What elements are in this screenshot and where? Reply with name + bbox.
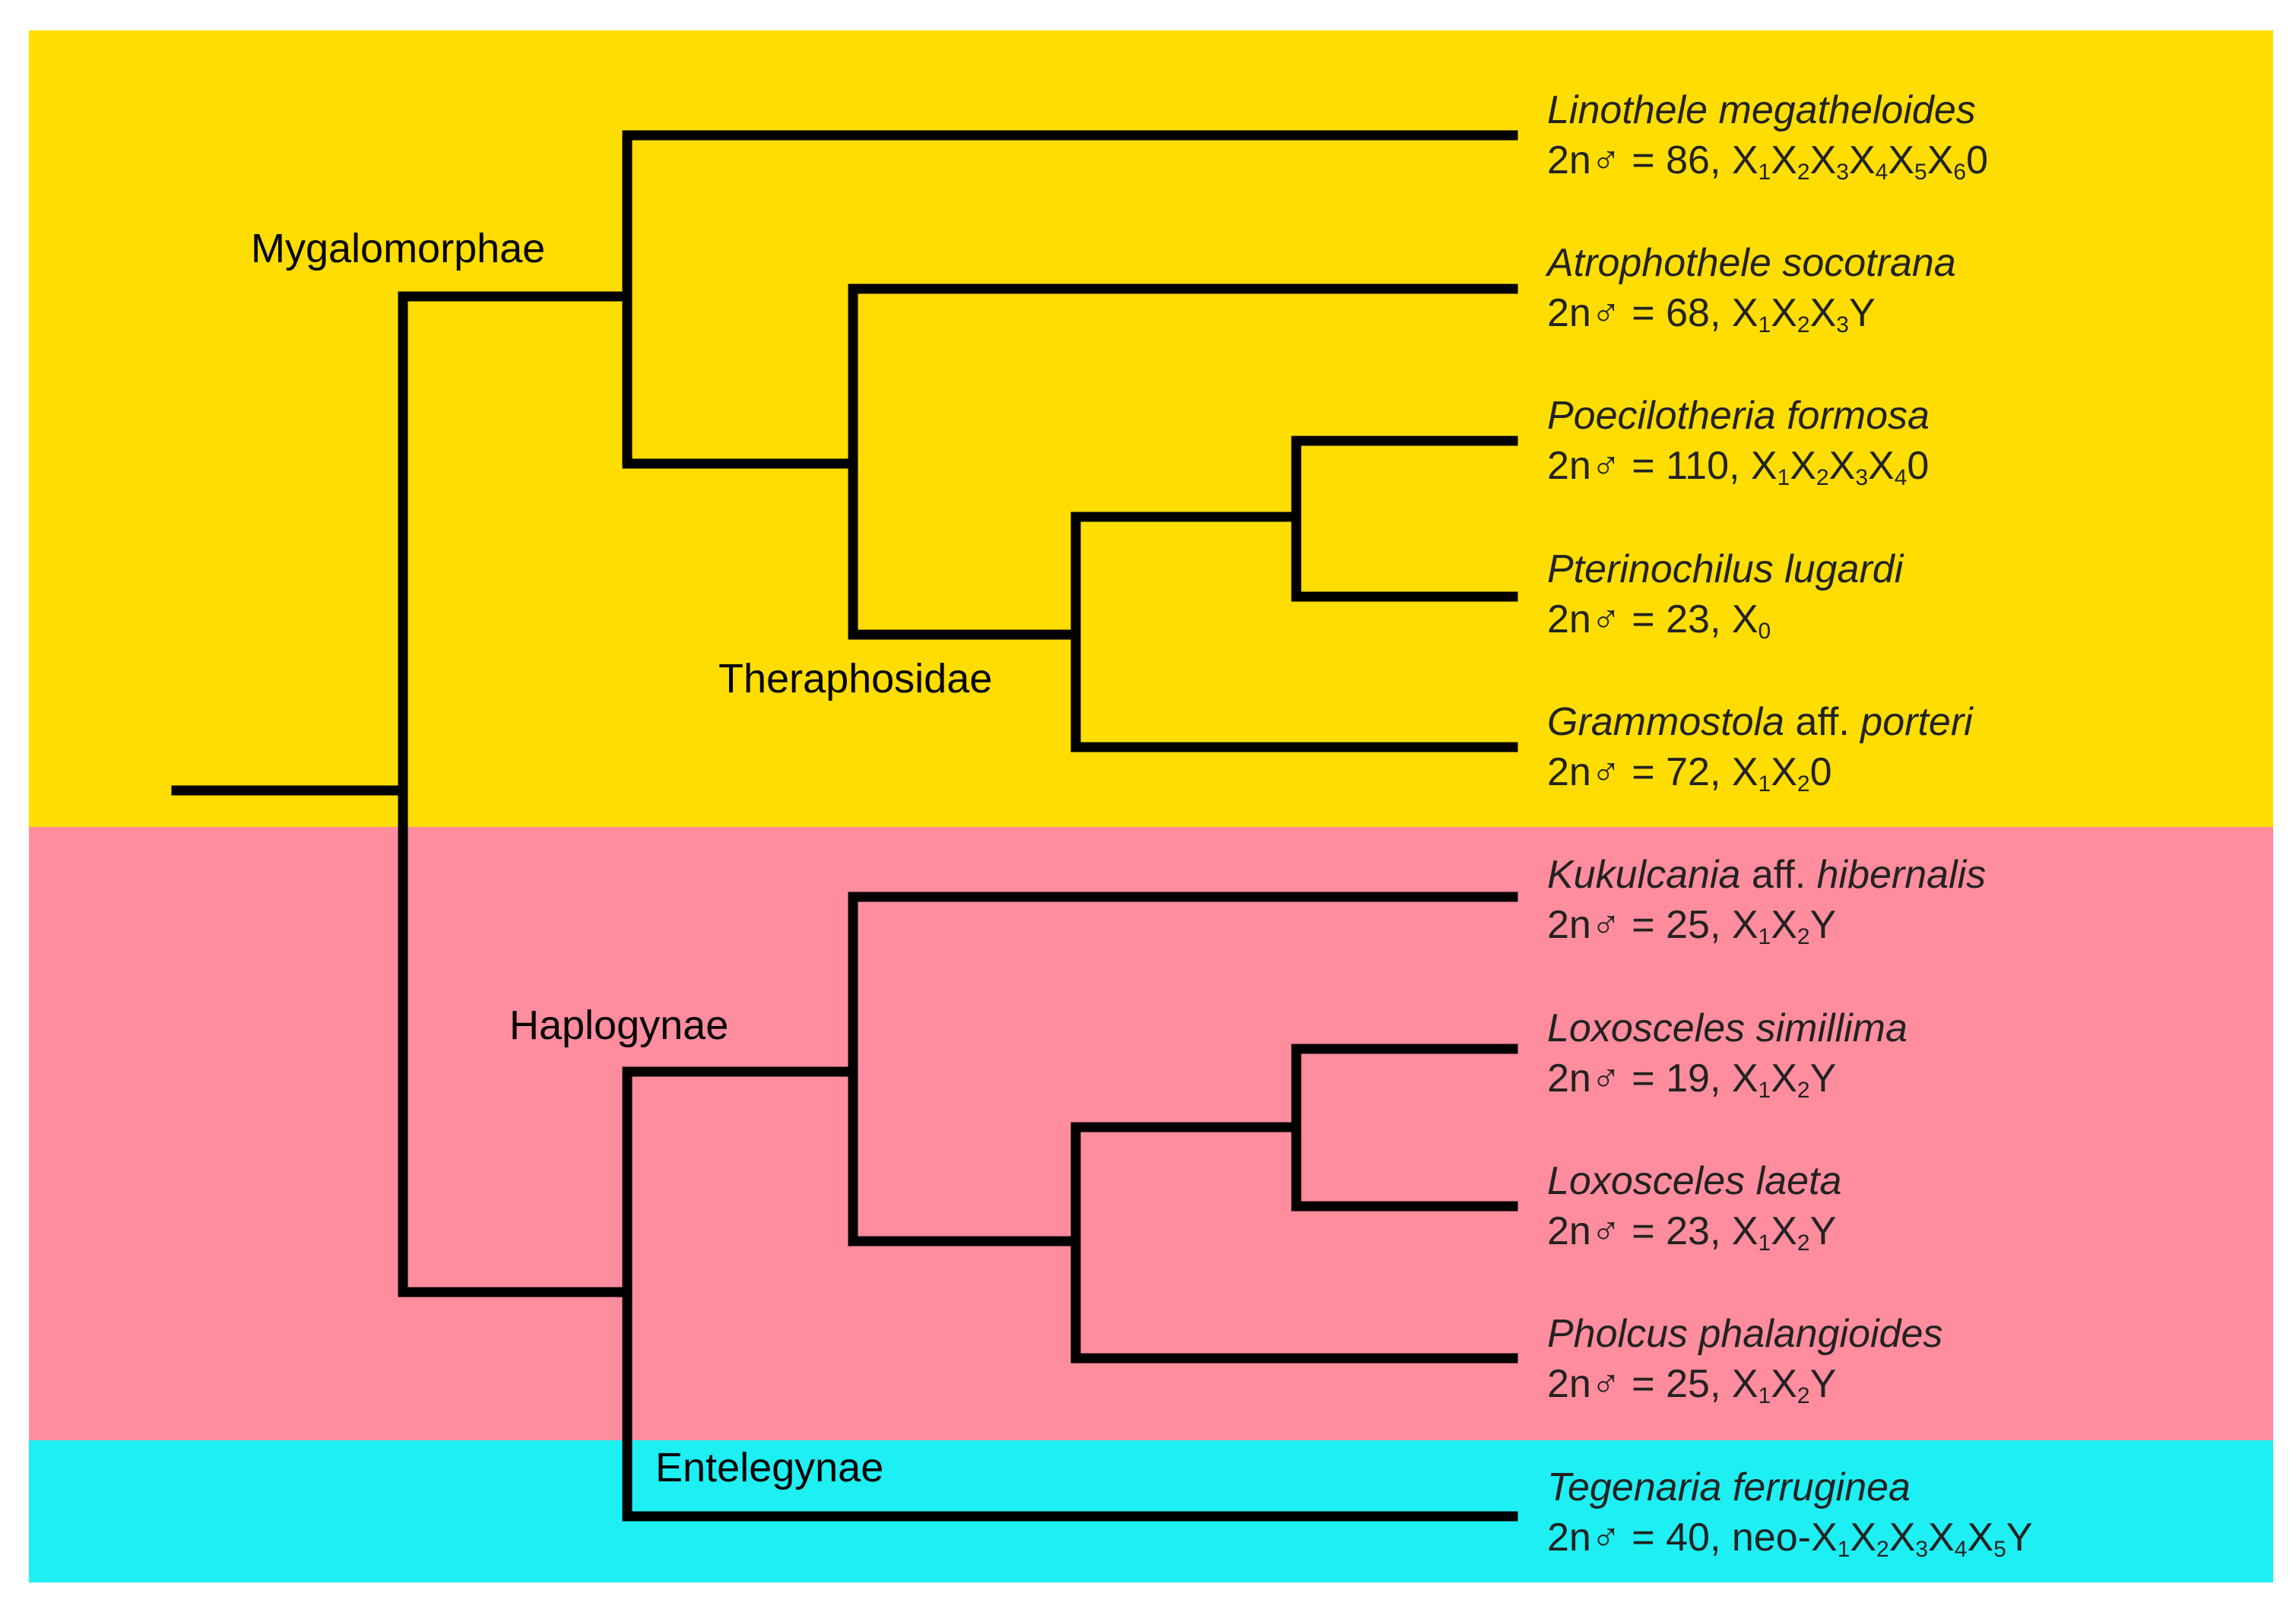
karyotype-formula: 2n♂ = 110, X1X2X3X40: [1547, 444, 1930, 490]
clade-label-theraphosidae: Theraphosidae: [718, 656, 993, 702]
taxon-label: Linothele megatheloides 2n♂ = 86, X1X2X3X…: [1547, 85, 1988, 185]
taxon-name: Pholcus phalangioides: [1547, 1312, 1943, 1356]
taxon-name: Kukulcania aff. hibernalis: [1547, 853, 1987, 897]
taxon-name: Loxosceles simillima: [1547, 1006, 1908, 1050]
clade-label-haplogynae: Haplogynae: [509, 1003, 729, 1048]
karyotype-formula: 2n♂ = 23, X1X2Y: [1547, 1209, 1837, 1256]
karyotype-formula: 2n♂ = 25, X1X2Y: [1547, 903, 1837, 949]
taxon-name: Atrophothele socotrana: [1547, 241, 1956, 285]
taxon-label: Kukulcania aff. hibernalis 2n♂ = 25, X1X2…: [1547, 850, 1986, 950]
taxon-name: Linothele megatheloides: [1547, 88, 1976, 132]
taxon-label: Grammostola aff. porteri 2n♂ = 72, X1X20: [1547, 697, 1973, 797]
clade-label-mygalomorphae: Mygalomorphae: [251, 226, 546, 271]
karyotype-formula: 2n♂ = 72, X1X20: [1547, 750, 1832, 797]
clade-label-entelegynae: Entelegynae: [655, 1445, 884, 1490]
taxon-name: Grammostola aff. porteri: [1547, 700, 1973, 744]
karyotype-formula: 2n♂ = 68, X1X2X3Y: [1547, 291, 1876, 337]
karyotype-formula: 2n♂ = 25, X1X2Y: [1547, 1362, 1837, 1408]
taxon-label: Loxosceles laeta 2n♂ = 23, X1X2Y: [1547, 1156, 1841, 1256]
taxon-label: Loxosceles simillima 2n♂ = 19, X1X2Y: [1547, 1003, 1908, 1104]
taxon-name: Tegenaria ferruginea: [1547, 1465, 1911, 1509]
taxon-label: Tegenaria ferruginea 2n♂ = 40, neo-X1X2X3…: [1547, 1462, 2033, 1563]
taxon-label: Atrophothele socotrana 2n♂ = 68, X1X2X3Y: [1547, 238, 1956, 338]
taxon-label: Pterinochilus lugardi 2n♂ = 23, X0: [1547, 544, 1903, 645]
karyotype-formula: 2n♂ = 86, X1X2X3X4X5X60: [1547, 138, 1989, 185]
taxon-name: Loxosceles laeta: [1547, 1159, 1842, 1203]
taxon-name: Poecilotheria formosa: [1547, 394, 1930, 438]
karyotype-formula: 2n♂ = 40, neo-X1X2X3X4X5Y: [1547, 1516, 2033, 1562]
taxon-label: Pholcus phalangioides 2n♂ = 25, X1X2Y: [1547, 1309, 1942, 1409]
karyotype-formula: 2n♂ = 19, X1X2Y: [1547, 1056, 1837, 1103]
taxon-label: Poecilotheria formosa 2n♂ = 110, X1X2X3X4…: [1547, 391, 1930, 491]
karyotype-formula: 2n♂ = 23, X0: [1547, 597, 1771, 644]
taxon-name: Pterinochilus lugardi: [1547, 547, 1904, 591]
